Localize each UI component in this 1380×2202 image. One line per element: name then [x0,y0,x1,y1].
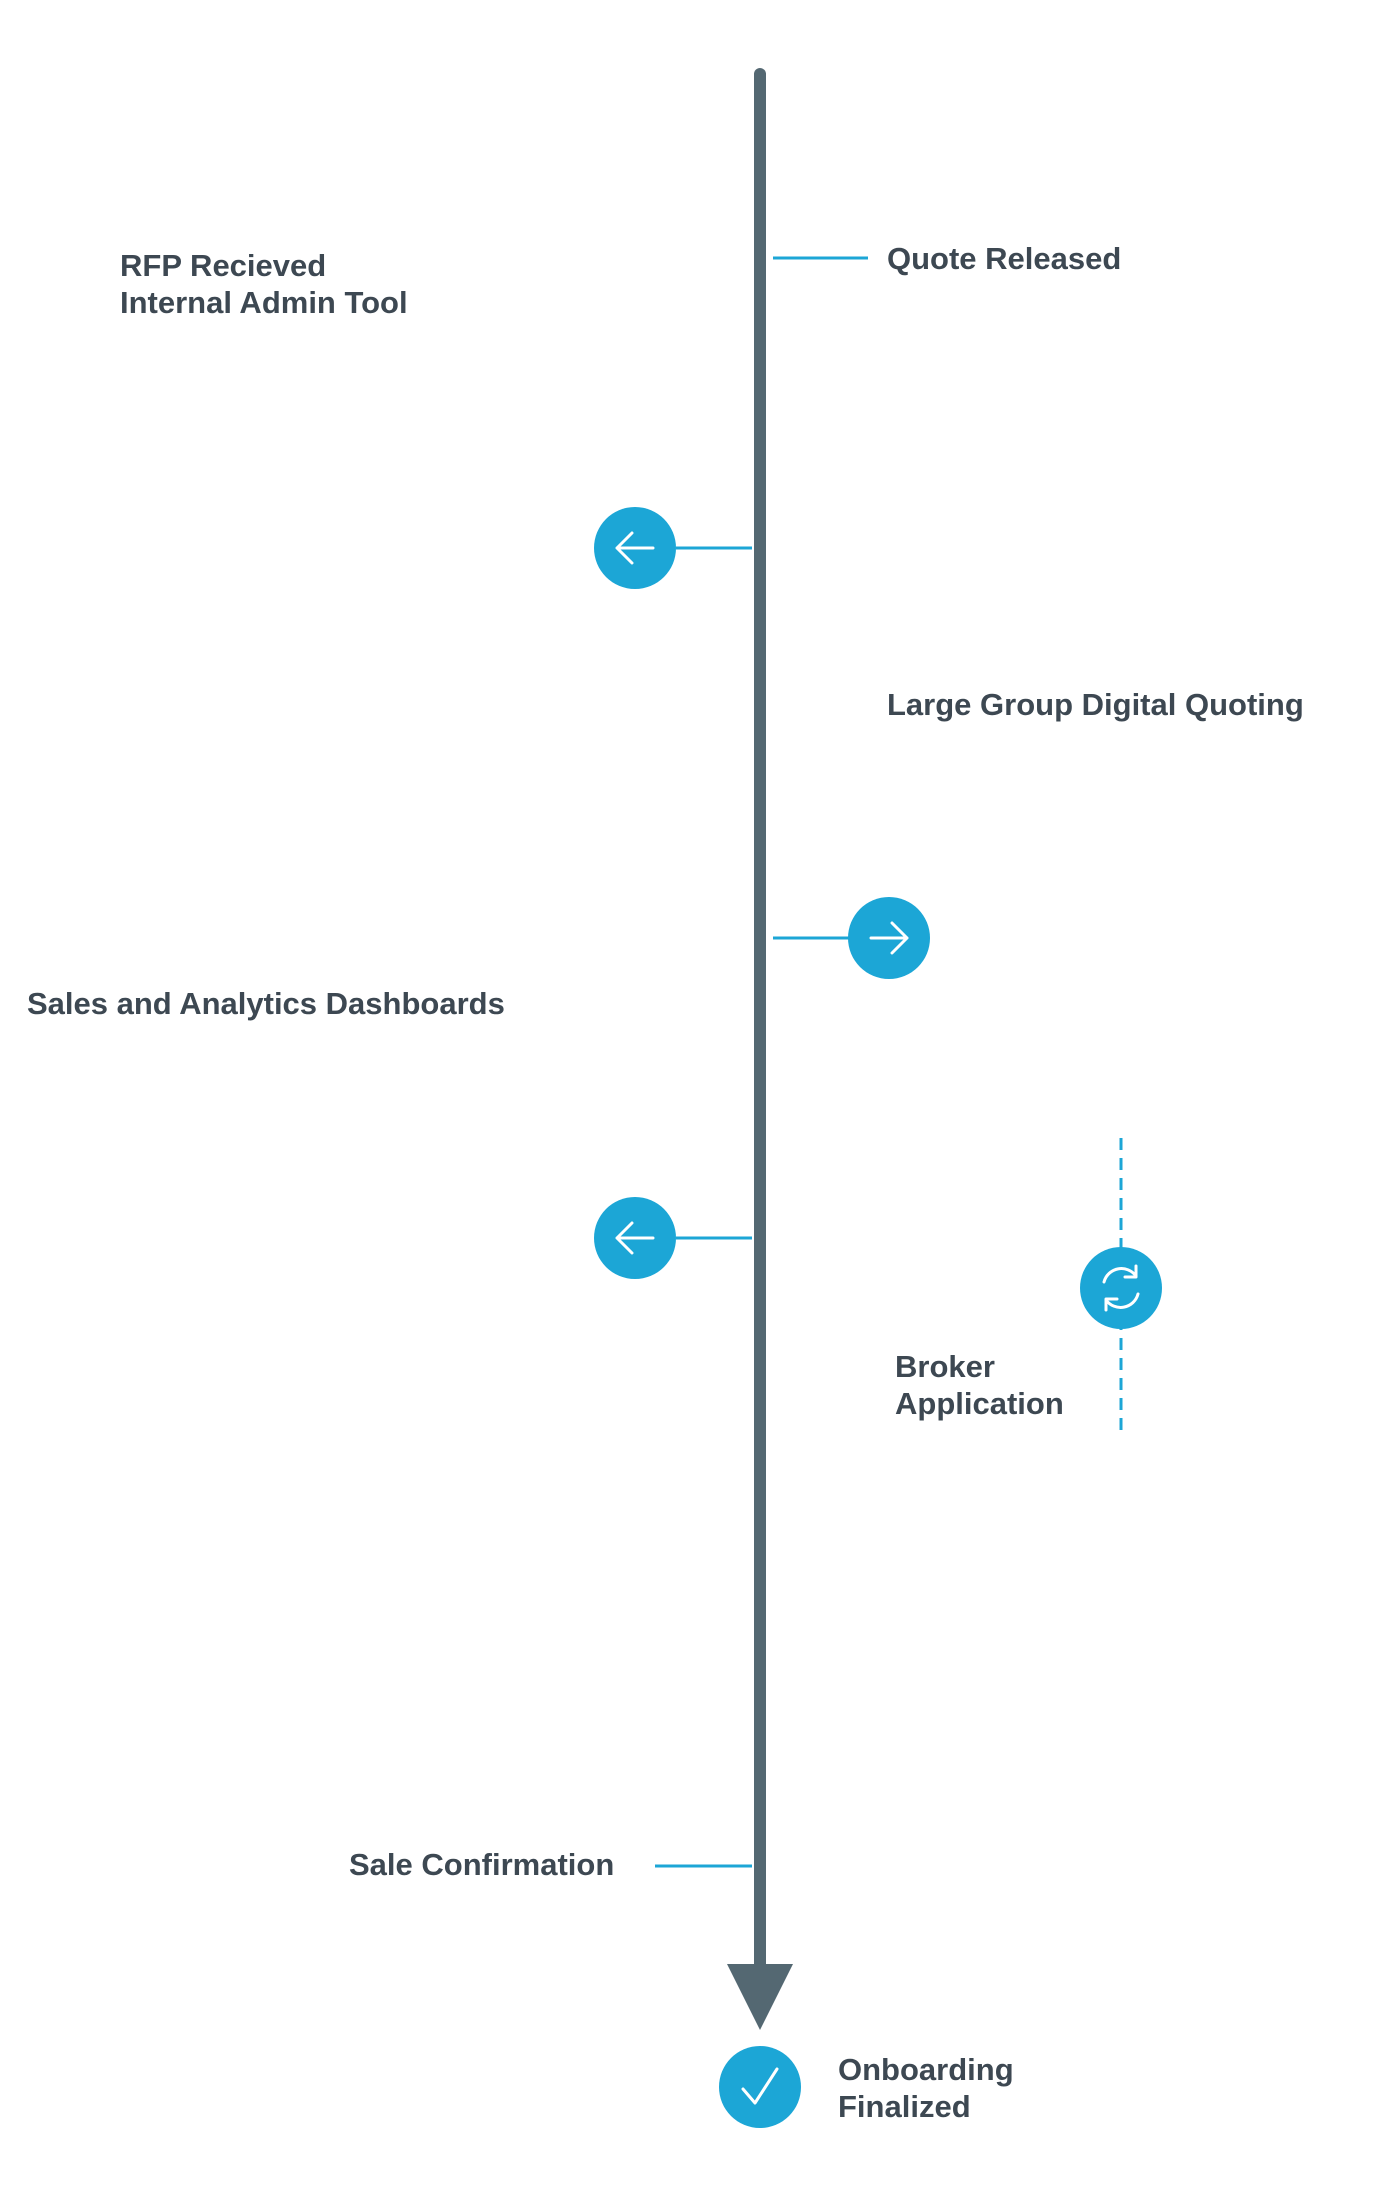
label-broker: Broker [895,1349,995,1384]
label-large-group-quoting: Large Group Digital Quoting [887,687,1304,722]
label-rfp-received: RFP Recieved [120,248,326,283]
arrow-left-icon [594,1197,676,1279]
label-onboarding: Onboarding [838,2052,1014,2087]
label-sale-confirmation: Sale Confirmation [349,1847,614,1882]
label-quote-released: Quote Released [887,241,1121,276]
label-application: Application [895,1386,1064,1421]
label-sales-dashboards: Sales and Analytics Dashboards [27,986,505,1021]
sync-icon [1080,1247,1162,1329]
timeline-arrowhead [727,1964,793,2030]
arrow-right-icon [848,897,930,979]
label-finalized: Finalized [838,2089,971,2124]
arrow-left-icon [594,507,676,589]
label-internal-admin-tool: Internal Admin Tool [120,285,408,320]
checkmark-icon [719,2046,801,2128]
